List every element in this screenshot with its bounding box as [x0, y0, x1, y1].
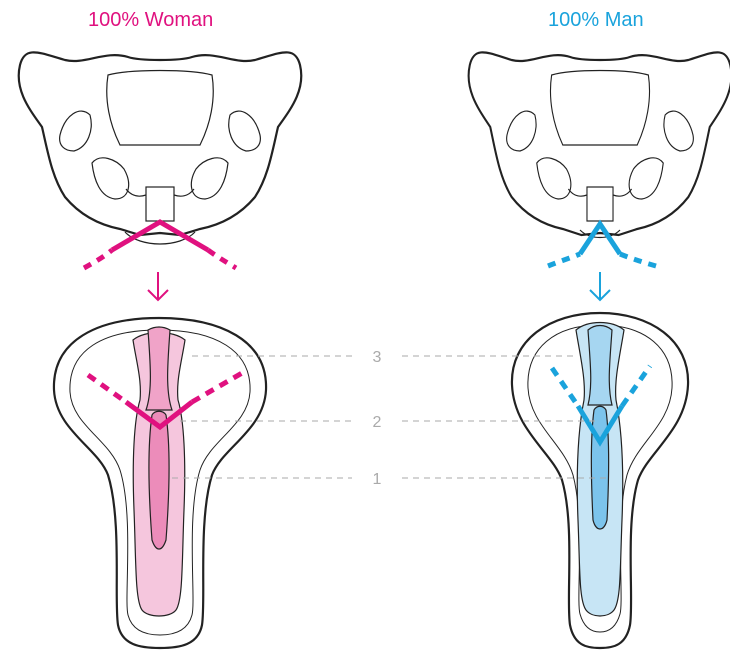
woman-arrow-icon: [148, 272, 168, 300]
man-saddle-icon: [512, 313, 688, 648]
man-pelvis-icon: [469, 52, 730, 237]
woman-saddle-icon: [54, 318, 266, 648]
woman-pelvis-icon: [19, 52, 302, 244]
zone-number-3: 3: [373, 349, 382, 366]
man-arrow-icon: [590, 272, 610, 300]
zone-number-2: 2: [373, 414, 382, 431]
zone-number-1: 1: [373, 471, 382, 488]
